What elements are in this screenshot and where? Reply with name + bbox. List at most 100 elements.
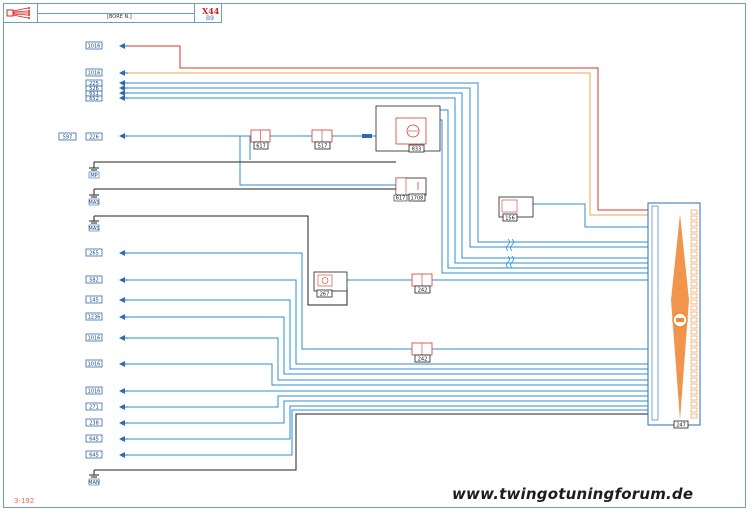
wire-blue xyxy=(128,405,648,440)
watermark: www.twingotuningforum.de xyxy=(452,485,694,503)
connector-tag: 1016 xyxy=(85,333,128,342)
ecu-pin xyxy=(690,395,698,401)
ground-label: MAS xyxy=(89,226,100,232)
inline-connector: 242 xyxy=(411,342,433,363)
ecu-pin xyxy=(690,275,698,281)
connector-label: 1236 xyxy=(88,315,101,321)
ground-symbol-icon: MAS xyxy=(89,215,128,232)
component-label: 242 xyxy=(418,288,428,294)
connector-label: 526 xyxy=(89,86,99,92)
connector-label: 645 xyxy=(89,453,99,459)
connector-label: 651 xyxy=(89,91,99,97)
connector-label: 271 xyxy=(89,405,99,411)
wire-black xyxy=(128,413,648,471)
wire-red xyxy=(128,45,648,211)
ecu-pin xyxy=(690,209,698,215)
ecu-pin xyxy=(690,407,698,413)
connector-tag: 1016 xyxy=(85,41,128,50)
connector-tag: 1016 xyxy=(85,68,128,77)
component-label: 517 xyxy=(318,144,328,150)
ecu-unit: 247 xyxy=(647,202,701,429)
ground-label: MP xyxy=(90,173,97,179)
switch-component: 156 xyxy=(498,196,534,222)
connector-label: 225 xyxy=(89,81,99,87)
component-label: 617 xyxy=(396,196,406,202)
ecu-pin xyxy=(690,257,698,263)
title-divider xyxy=(194,4,195,22)
ecu-pin xyxy=(690,287,698,293)
connector-label: 645 xyxy=(89,437,99,443)
title-divider xyxy=(37,4,38,22)
wire-blue xyxy=(128,409,648,456)
connector-label: 582 xyxy=(89,278,99,284)
ground-group: MP MAS MAS MAN xyxy=(88,161,128,486)
ecu-pin xyxy=(690,377,698,383)
sensor-component: 267 xyxy=(313,271,348,298)
ecu-pin xyxy=(690,353,698,359)
wire-blue xyxy=(128,337,648,381)
connector-tag: 226 xyxy=(85,132,128,141)
connector-label: 1016 xyxy=(88,389,101,395)
connector-tag: 1236 xyxy=(85,312,128,321)
ecu-pin xyxy=(690,245,698,251)
sensor-component: 833 xyxy=(375,105,441,153)
inline-fuse xyxy=(362,134,372,138)
ecu-pin xyxy=(690,329,698,335)
ecu-pin xyxy=(690,215,698,221)
ecu-pin xyxy=(690,383,698,389)
connector-label: 226 xyxy=(89,135,99,141)
ecu-pin xyxy=(690,371,698,377)
wire-blue xyxy=(128,82,648,243)
ground-label: MAN xyxy=(88,480,100,486)
connector-tag: 238 xyxy=(85,418,128,427)
wire-black xyxy=(128,215,348,306)
ground-symbol-icon: MAS xyxy=(89,188,128,206)
ecu-pin xyxy=(690,269,698,275)
wire-blue xyxy=(128,87,648,248)
wire-blue xyxy=(440,109,648,269)
wire-blue xyxy=(128,252,648,350)
ecu-pin xyxy=(690,293,698,299)
ground-symbol-icon: MAN xyxy=(88,469,128,486)
ecu-pin xyxy=(690,239,698,245)
ecu-pin xyxy=(690,227,698,233)
inline-connector: 517 xyxy=(311,129,333,150)
inline-connector: 242 xyxy=(411,273,433,294)
ecu-pin xyxy=(690,281,698,287)
connector-tag: 645 xyxy=(85,450,128,459)
ecu-pin xyxy=(690,263,698,269)
ecu-pin xyxy=(690,323,698,329)
component-label: 156 xyxy=(505,216,515,222)
wire-blue xyxy=(239,136,396,186)
ecu-pin xyxy=(690,413,698,419)
component-group: 617 517 833 617 1708 xyxy=(250,105,701,429)
connector-tag-group: 1016 1016 225 526 651 652 xyxy=(58,41,128,459)
drawing-frame xyxy=(3,3,746,508)
wire-orange xyxy=(128,72,648,216)
connector-label: 265 xyxy=(89,251,99,257)
title-divider xyxy=(38,13,194,14)
component-label: 267 xyxy=(320,292,330,298)
wire-group xyxy=(128,45,648,471)
wire-blue xyxy=(128,92,648,259)
connector-tag: 271 xyxy=(85,402,128,411)
component-label: 833 xyxy=(412,147,422,153)
connector-tag: 652 xyxy=(85,95,128,102)
wiring-logo-icon xyxy=(6,7,30,19)
wire-blue xyxy=(440,119,648,274)
ecu-pin xyxy=(690,347,698,353)
ecu-pin xyxy=(690,299,698,305)
connector-label: 597 xyxy=(63,135,73,141)
diagram-subcode: B9 xyxy=(206,15,214,22)
ecu-pin xyxy=(690,401,698,407)
title-block: [BORE N.] X44 B9 xyxy=(3,3,222,23)
connector-tag: 597 xyxy=(58,132,77,141)
connector-label: 238 xyxy=(89,421,99,427)
component-label: 617 xyxy=(256,144,266,150)
wire-blue xyxy=(128,279,648,365)
connector-tag: 582 xyxy=(85,275,128,284)
inline-connector: 617 1708 xyxy=(393,177,427,202)
component-label: 247 xyxy=(676,423,686,429)
connector-label: 652 xyxy=(89,96,99,102)
twist-mark xyxy=(506,238,514,269)
